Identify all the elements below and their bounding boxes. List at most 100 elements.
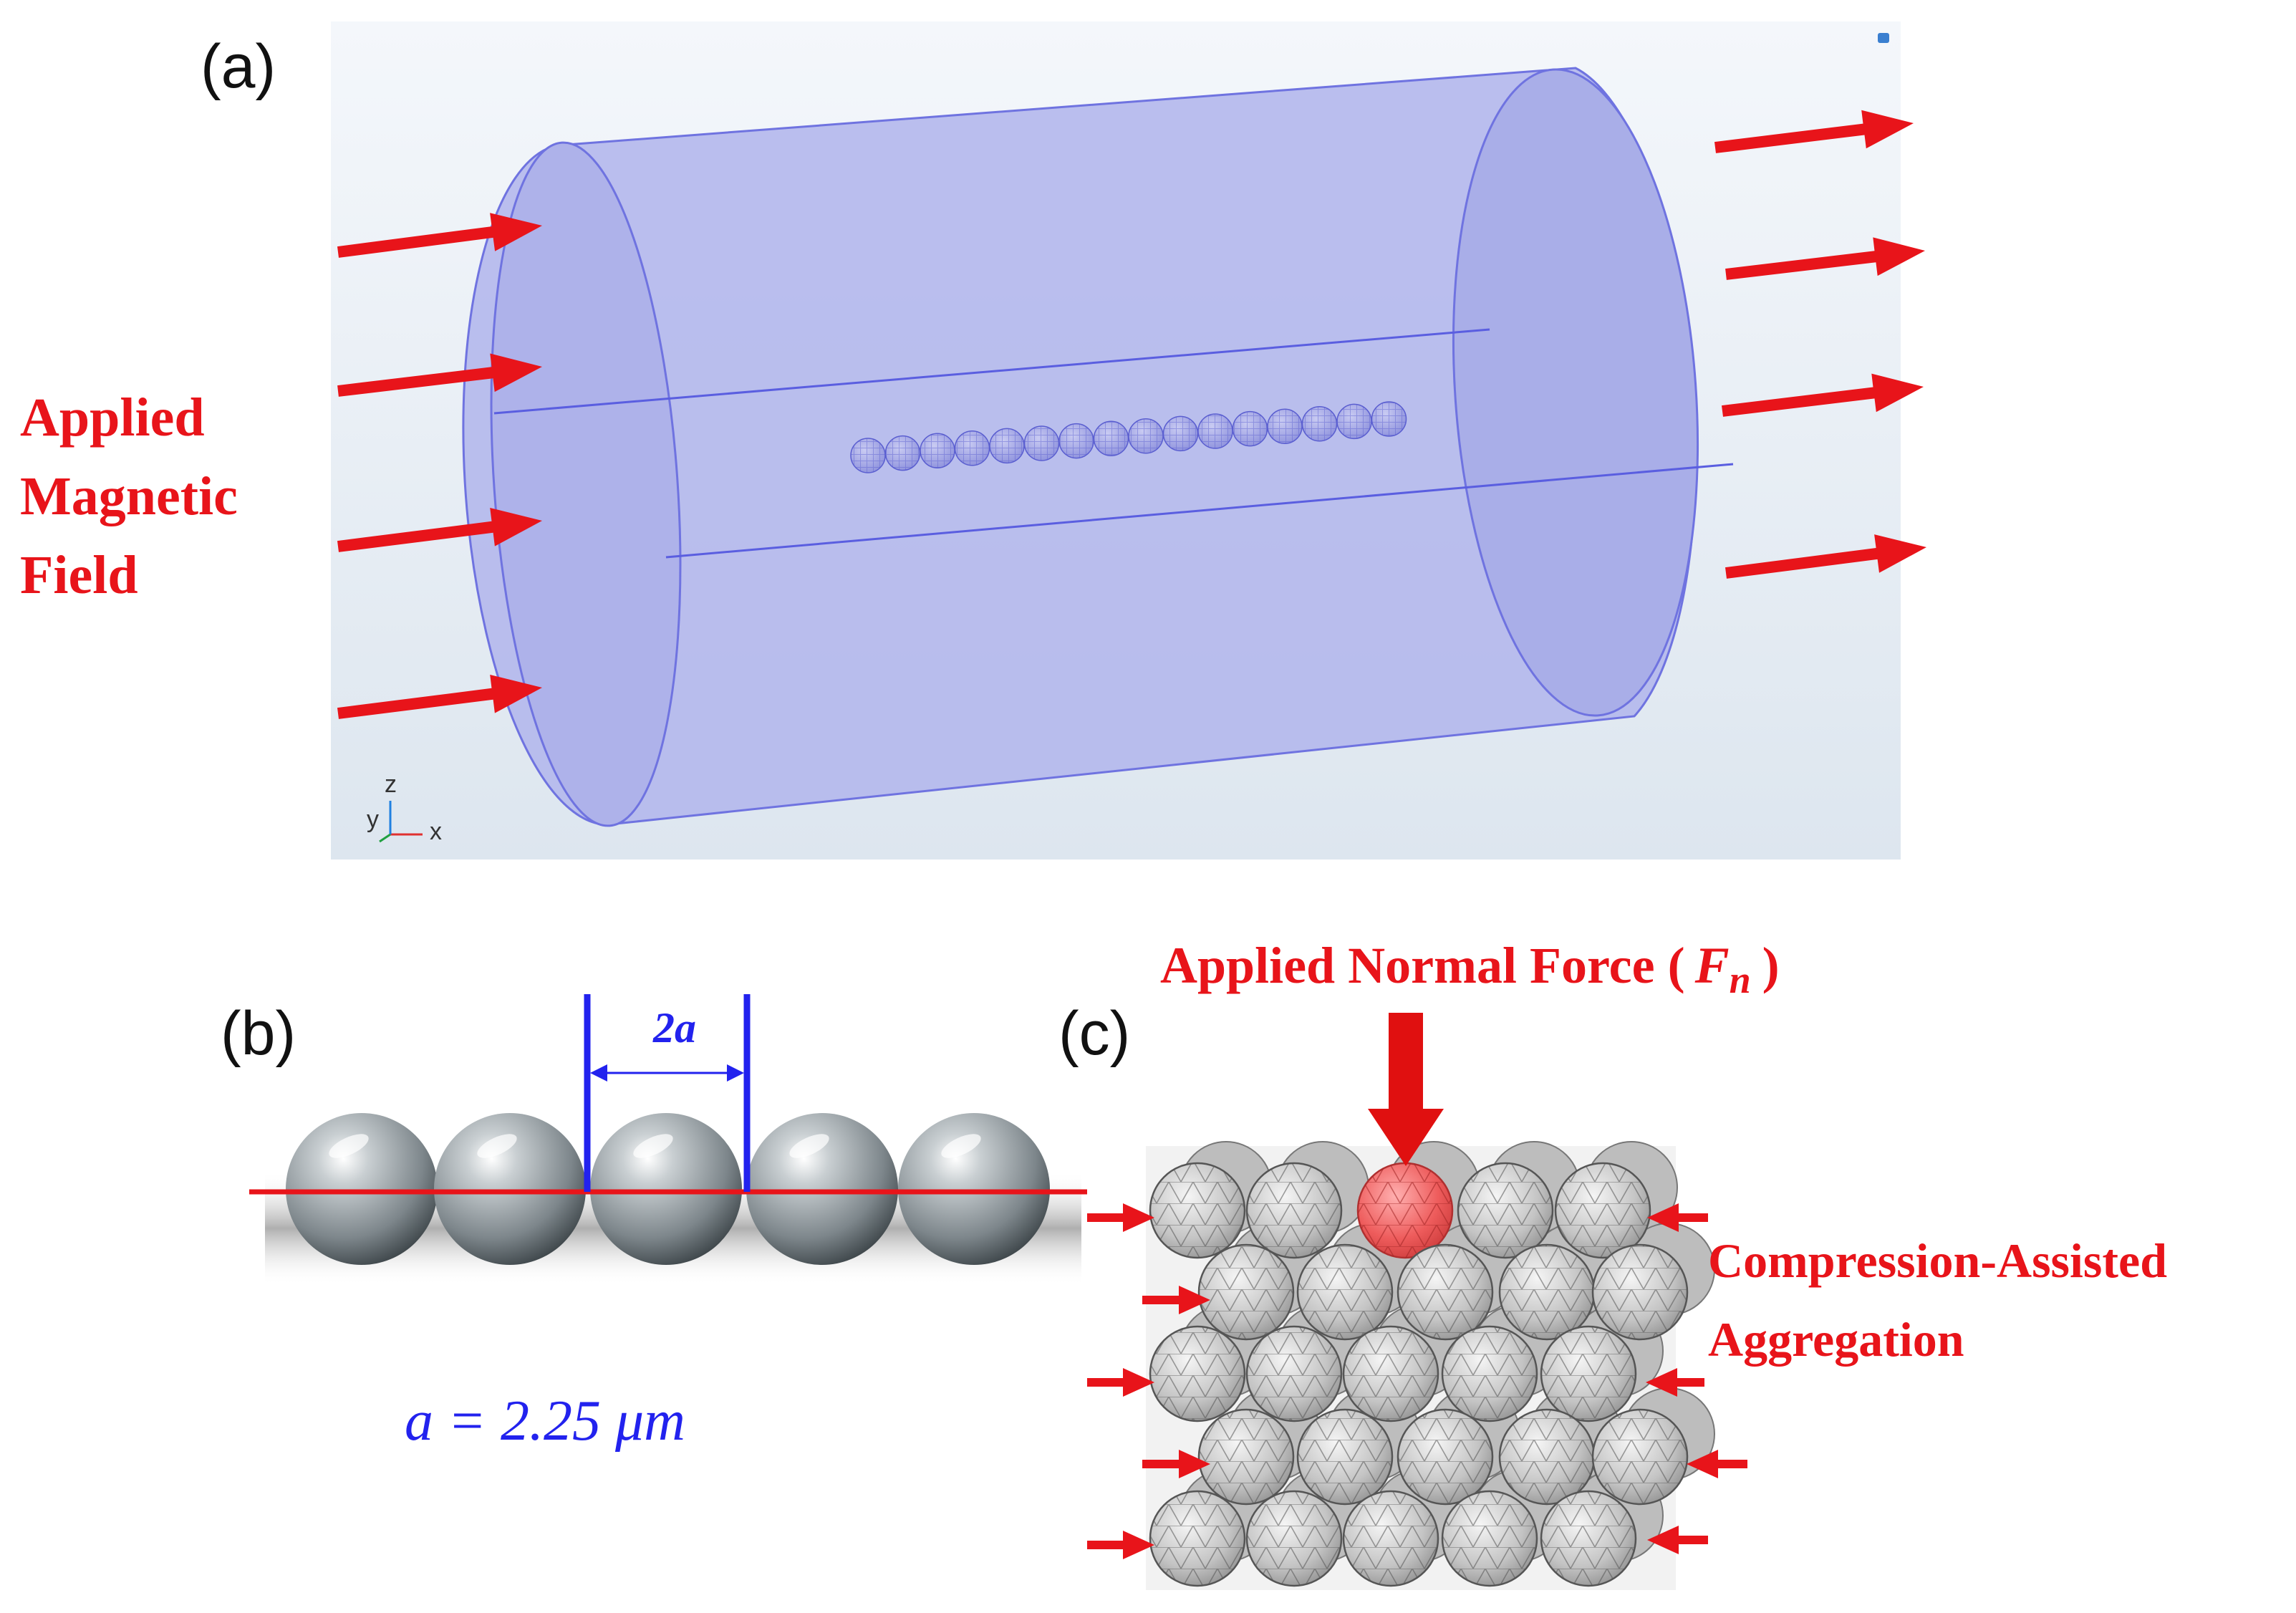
axis-y-label: y [367,806,379,833]
chain-particle-mesh [1268,409,1302,444]
compression-arrow-left [1087,1368,1154,1397]
chain-particle-mesh [1337,404,1371,439]
compression-arrow-right [1687,1450,1747,1478]
particle-aggregate [1149,1141,1715,1587]
particle-mesh [1555,1163,1650,1258]
sphere-highlight [633,1134,673,1158]
chain-particle-mesh [1024,426,1059,461]
field-label: Applied Magnetic Field [20,387,251,605]
force-label-close: ) [1762,937,1780,994]
steel-sphere [286,1113,438,1265]
chain-particle-mesh [851,438,885,473]
particle-mesh [1298,1245,1392,1339]
aggregation-label-line-1: Compression-Assisted [1708,1233,2167,1288]
field-arrow [1714,110,1914,153]
field-label-line-1: Applied [20,387,205,448]
field-arrow [337,353,542,397]
compression-arrow-right [1647,1526,1708,1554]
chain-particle-mesh [990,428,1024,463]
chain-particle-mesh [1302,406,1337,441]
particle-mesh [1150,1491,1245,1586]
sphere-highlight [477,1134,517,1158]
radius-label: a = 2.25 μm [405,1390,685,1453]
force-label-title: Applied Normal Force ( [1160,937,1685,994]
field-arrow [337,213,542,258]
spacing-dimension: 2a [584,994,751,1192]
field-arrow [1722,373,1924,417]
force-symbol: F [1694,937,1730,994]
steel-sphere [590,1113,742,1265]
chain-particle-mesh [1129,418,1163,453]
particle-mesh [1247,1491,1341,1586]
aggregation-label: Compression-Assisted Aggregation [1708,1233,2179,1367]
panel-b: (b) 2a a = 2.25 μm [221,994,1087,1453]
particle-mesh [1500,1245,1594,1339]
chain-particle-mesh [920,433,955,468]
particle-mesh [1344,1326,1438,1421]
spacing-label: 2a [652,1004,696,1051]
particle-mesh [1344,1491,1438,1586]
particle-mesh [1199,1245,1293,1339]
particle-mesh [1247,1163,1341,1258]
particle-mesh [1398,1410,1492,1504]
field-label-line-2: Magnetic [20,466,238,526]
field-arrow [337,508,542,552]
sphere-highlight [789,1134,829,1158]
loaded-particle-mesh [1358,1163,1452,1258]
particle-mesh [1150,1163,1245,1258]
particle-mesh [1442,1326,1537,1421]
force-label: Applied Normal Force (Fn) [1160,937,1780,1001]
compression-arrow-left [1142,1450,1210,1478]
field-arrow [1725,534,1926,579]
particle-mesh [1458,1163,1553,1258]
sphere-highlight [329,1134,369,1158]
particle-mesh [1593,1410,1687,1504]
particle-mesh [1398,1245,1492,1339]
compression-arrow-left [1142,1286,1210,1314]
particle-mesh [1541,1326,1636,1421]
field-arrows [337,110,1926,719]
panel-c-letter: (c) [1058,999,1130,1068]
field-arrow [1725,237,1925,280]
particle-mesh [1442,1491,1537,1586]
compression-arrows [1087,1203,1747,1559]
axis-z-label: z [385,771,397,798]
compression-arrow-right [1646,1368,1704,1397]
axis-triad: z y x [367,771,442,845]
viewport-corner-icon [1878,33,1889,43]
particle-mesh [1541,1491,1636,1586]
particle-row [286,1113,1050,1265]
panel-a-letter: (a) [201,32,276,101]
chain-particle-mesh [1233,411,1268,446]
sphere-highlight [941,1134,981,1158]
chain-particle-mesh [1094,421,1129,456]
particle-mesh [1298,1410,1392,1504]
chain-particle-mesh [1371,402,1407,436]
particle-chain [850,401,1407,473]
aggregation-label-line-2: Aggregation [1708,1312,1964,1367]
field-label-line-3: Field [20,545,138,605]
chain-particle-mesh [955,430,990,466]
steel-sphere [434,1113,586,1265]
particle-mesh [1500,1410,1594,1504]
steel-sphere [746,1113,898,1265]
chain-particle-mesh [1059,423,1094,458]
compression-arrow-left [1087,1531,1154,1559]
particle-mesh [1150,1326,1245,1421]
chain-particle-mesh [1198,414,1233,448]
compression-arrow-left [1087,1203,1154,1232]
panel-c: (c) Applied Normal Force (Fn) Compressio… [1058,937,2179,1590]
steel-sphere [898,1113,1050,1265]
particle-mesh [1247,1326,1341,1421]
field-arrow [337,675,542,719]
axis-x-label: x [430,818,442,845]
chain-particle-mesh [885,435,920,471]
particle-mesh [1593,1245,1687,1339]
panel-a: (a) z y x Applied Magnetic Field [20,21,1926,860]
compression-arrow-right [1647,1203,1708,1232]
panel-b-letter: (b) [221,999,296,1068]
force-subscript: n [1730,958,1751,1001]
chain-particle-mesh [1163,416,1198,451]
particle-mesh [1199,1410,1293,1504]
